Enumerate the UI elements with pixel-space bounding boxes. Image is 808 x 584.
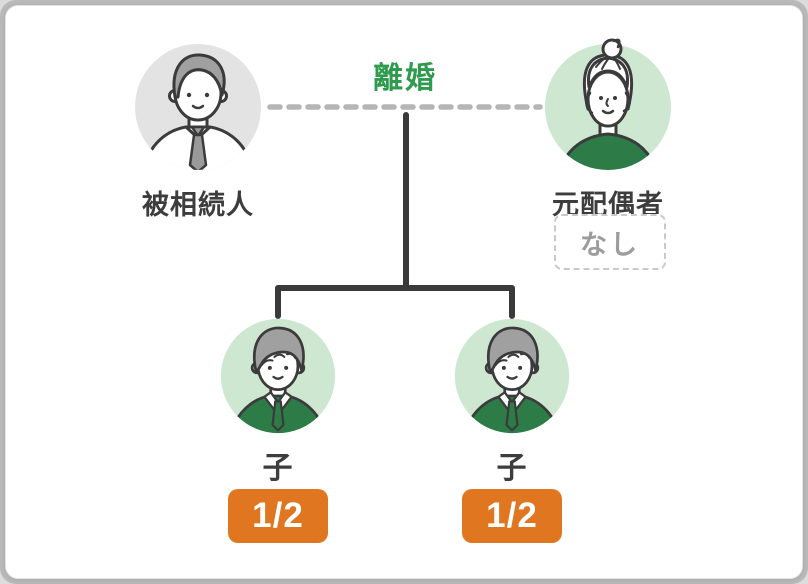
child-2-label: 子 <box>496 452 528 485</box>
decedent-label: 被相続人 <box>142 190 254 220</box>
ex-spouse-node <box>544 38 672 171</box>
child-1-label: 子 <box>262 452 294 485</box>
divorce-label: 離婚 <box>373 62 437 95</box>
child-2-node <box>454 318 570 434</box>
child-1-node <box>220 318 336 434</box>
child-2-avatar-icon <box>454 318 570 434</box>
child-1-share-badge: 1/2 <box>228 489 328 543</box>
child-1-avatar-icon <box>220 318 336 434</box>
ex-spouse-none-badge: なし <box>554 214 666 270</box>
decedent-node <box>134 43 262 171</box>
decedent-avatar-icon <box>135 44 261 170</box>
child-2-share-badge: 1/2 <box>462 489 562 543</box>
ex-spouse-avatar-icon <box>545 38 671 170</box>
